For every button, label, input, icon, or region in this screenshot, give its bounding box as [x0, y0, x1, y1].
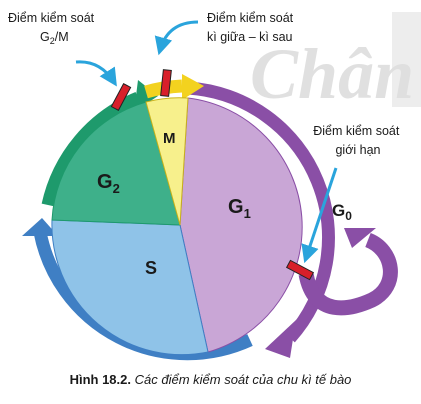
watermark-box	[392, 12, 421, 107]
checkpoint-metaphase-bar	[160, 69, 172, 97]
g0-loop-head	[344, 228, 376, 248]
g0-loop-arrow	[298, 233, 398, 316]
g1-arrow-head	[265, 320, 296, 358]
checkpoint-g2m-bar	[110, 82, 132, 112]
checkpoint-restriction-label: Điểm kiểm soát giới hạn	[313, 124, 403, 157]
g1-sector	[179, 97, 303, 353]
s-phase-label: S	[145, 258, 157, 278]
g2-phase-label: G2	[97, 171, 120, 196]
callout-g2m-arrow	[75, 60, 117, 87]
s-arrow-head	[22, 218, 58, 236]
callout-restriction-arrow	[301, 167, 338, 264]
g0-phase-label: G0	[332, 201, 352, 223]
caption-text: Các điểm kiểm soát của chu kì tế bào	[134, 372, 352, 387]
checkpoint-restriction-bar	[285, 259, 315, 281]
m-phase-label: M	[163, 130, 176, 147]
checkpoint-g2m-label: Điểm kiểm soát G2/M	[8, 11, 98, 46]
caption-number: Hình 18.2.	[69, 372, 131, 387]
callout-metaphase-arrow	[154, 20, 199, 56]
m-arrow-head	[182, 74, 204, 100]
g2-arrow-arc	[41, 91, 141, 207]
figure-caption: Hình 18.2. Các điểm kiểm soát của chu kì…	[0, 372, 421, 387]
s-sector	[51, 219, 209, 356]
checkpoint-metaphase-label: Điểm kiểm soát kì giữa – kì sau	[207, 11, 297, 44]
g1-phase-label: G1	[228, 196, 251, 221]
m-sector	[145, 97, 189, 226]
g2-sector	[51, 101, 181, 226]
